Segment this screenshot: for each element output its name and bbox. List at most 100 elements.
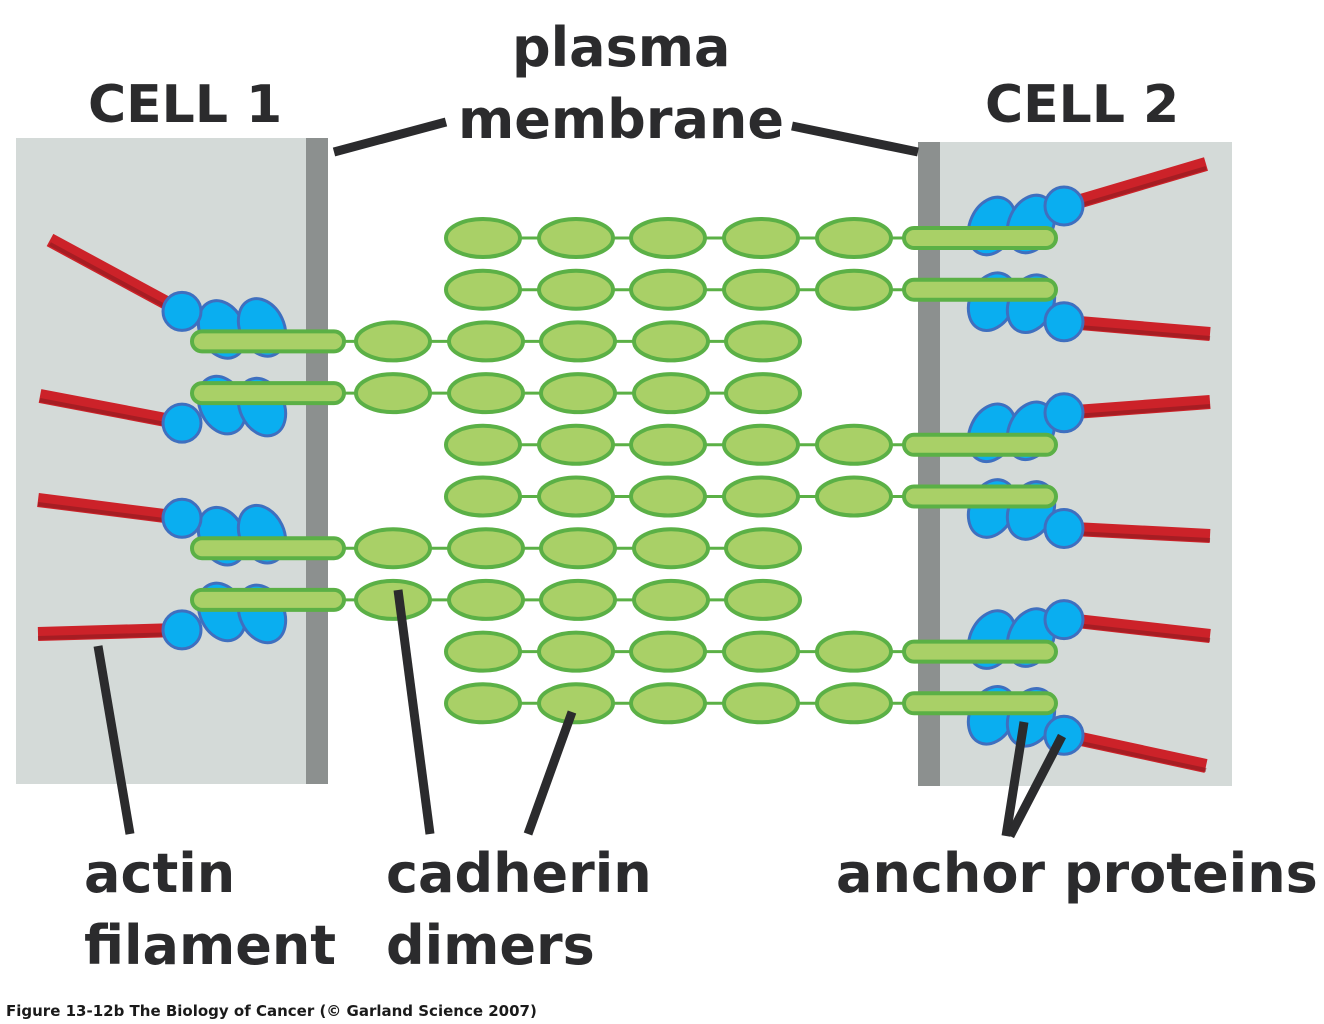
cadherin-ec-domain	[444, 475, 522, 518]
cell-2-label: CELL 2	[985, 75, 1179, 135]
actin-filament-shadow	[37, 502, 183, 525]
cadherin-ec-domain	[632, 372, 710, 415]
anchor-protein-head	[1043, 599, 1085, 641]
actin-filament	[1062, 728, 1208, 773]
cadherin-ec-domain	[537, 630, 615, 673]
actin-filament-shadow	[1063, 737, 1207, 772]
cadherin-dimers-label-line2: dimers	[386, 914, 595, 977]
cadherin-ec-domain	[629, 268, 707, 311]
actin-filament	[37, 493, 183, 526]
cadherin-molecule	[444, 217, 1058, 259]
cadherin-molecule	[444, 475, 1058, 518]
cadherin-ec-domain	[444, 682, 522, 725]
cadherin-transmembrane-rod	[902, 226, 1058, 250]
cadherin-transmembrane-rod	[190, 329, 346, 354]
anchor-protein-head	[161, 402, 203, 444]
cadherin-transmembrane-rod	[190, 381, 346, 406]
cadherin-molecule	[190, 320, 802, 363]
cadherin-ec-domain	[815, 630, 893, 673]
cadherin-ec-domain	[539, 527, 617, 570]
cadherin-molecule	[190, 527, 802, 570]
actin-filament-pair	[1062, 612, 1211, 773]
anchor-protein-head	[1043, 301, 1085, 343]
cadherin-ec-domain	[537, 268, 615, 311]
actin-filament	[38, 389, 184, 430]
actin-filament-pair	[38, 233, 186, 430]
cadherin-ec-domain	[444, 268, 522, 311]
actin-filament	[1063, 612, 1211, 643]
cadherin-ec-domain	[629, 682, 707, 725]
cadherin-ec-domain	[354, 578, 432, 621]
cadherin-ec-domain	[537, 217, 615, 259]
cell-1-label: CELL 1	[88, 75, 282, 135]
actin-filament-pair	[1063, 395, 1211, 543]
actin-filaments-layer	[37, 157, 1211, 773]
plasma-membrane-label-line2: membrane	[458, 88, 784, 151]
cadherin-dimers-leader-2	[523, 710, 577, 836]
cadherin-ec-domain	[447, 372, 525, 415]
cadherin-ec-domain	[539, 372, 617, 415]
cadherin-ec-domain	[722, 217, 800, 259]
cadherin-ec-domain	[447, 320, 525, 363]
cadherin-ec-domain	[724, 372, 802, 415]
actin-filament-leader	[93, 645, 135, 835]
anchor-proteins-leader-2	[1006, 733, 1066, 839]
actin-filament-label-line2: filament	[84, 914, 336, 977]
cadherin-transmembrane-rod	[902, 432, 1058, 457]
cadherin-ec-domain	[444, 423, 522, 466]
cadherin-transmembrane-rod	[190, 587, 346, 612]
cadherin-molecule	[444, 423, 1058, 466]
anchor-protein-head	[1043, 508, 1085, 549]
cadherin-molecule	[444, 630, 1058, 673]
actin-filament	[37, 622, 183, 641]
plasma-membrane-leader-2	[791, 121, 919, 157]
actin-filament	[46, 233, 186, 318]
cell-1-cytoplasm	[16, 138, 310, 784]
cadherin-ec-domain	[722, 630, 800, 673]
cadherin-transmembrane-rod	[902, 691, 1058, 716]
cadherin-molecule	[444, 682, 1058, 725]
cell-2-plasma-membrane	[918, 142, 940, 786]
plasma-membrane-leader-1	[332, 117, 448, 157]
actin-filament-label-line1: actin	[84, 842, 235, 905]
cadherin-transmembrane-rod	[190, 536, 346, 561]
cadherin-ec-domain	[537, 475, 615, 518]
cadherin-ec-domain	[815, 217, 893, 259]
anchor-protein-head	[1043, 185, 1085, 227]
anchor-protein-head	[1043, 392, 1085, 434]
actin-filament-shadow	[1063, 404, 1211, 419]
cadherin-ec-domain	[629, 475, 707, 518]
actin-filament-shadow	[1063, 323, 1211, 340]
actin-filament-shadow	[37, 631, 183, 640]
cadherin-ec-domain	[629, 423, 707, 466]
cadherin-ec-domain	[815, 682, 893, 725]
actin-filament	[1063, 314, 1211, 341]
cadherin-ec-domain	[815, 268, 893, 311]
actin-filament-shadow	[1063, 166, 1207, 212]
actin-filament-pair	[1062, 157, 1211, 341]
figure-caption: Figure 13-12b The Biology of Cancer (© G…	[6, 1002, 537, 1020]
cadherin-transmembrane-rod	[902, 484, 1058, 509]
actin-filament-shadow	[1063, 621, 1211, 642]
cadherin-ec-domain	[632, 527, 710, 570]
cadherin-ec-domain	[629, 217, 707, 259]
cadherin-ec-domain	[722, 423, 800, 466]
cadherin-ec-domain	[632, 578, 710, 621]
cadherin-molecule	[190, 578, 802, 621]
actin-filament-shadow	[39, 398, 183, 430]
cadherin-ec-domain	[815, 475, 893, 518]
plasma-membrane-label-line1: plasma	[512, 16, 730, 79]
cadherin-ec-domain	[537, 423, 615, 466]
cadherin-ec-domain	[444, 217, 522, 259]
actin-filament-pair	[37, 493, 183, 641]
cells-layer	[16, 138, 1232, 786]
cadherin-dimers-layer	[190, 217, 1058, 725]
cadherin-ec-domain	[722, 268, 800, 311]
cell-1-plasma-membrane	[306, 138, 328, 784]
cadherin-ec-domain	[724, 527, 802, 570]
cadherin-ec-domain	[354, 320, 432, 363]
cadherin-ec-domain	[632, 320, 710, 363]
actin-filament	[1063, 395, 1211, 420]
cadherin-ec-domain	[354, 527, 432, 570]
